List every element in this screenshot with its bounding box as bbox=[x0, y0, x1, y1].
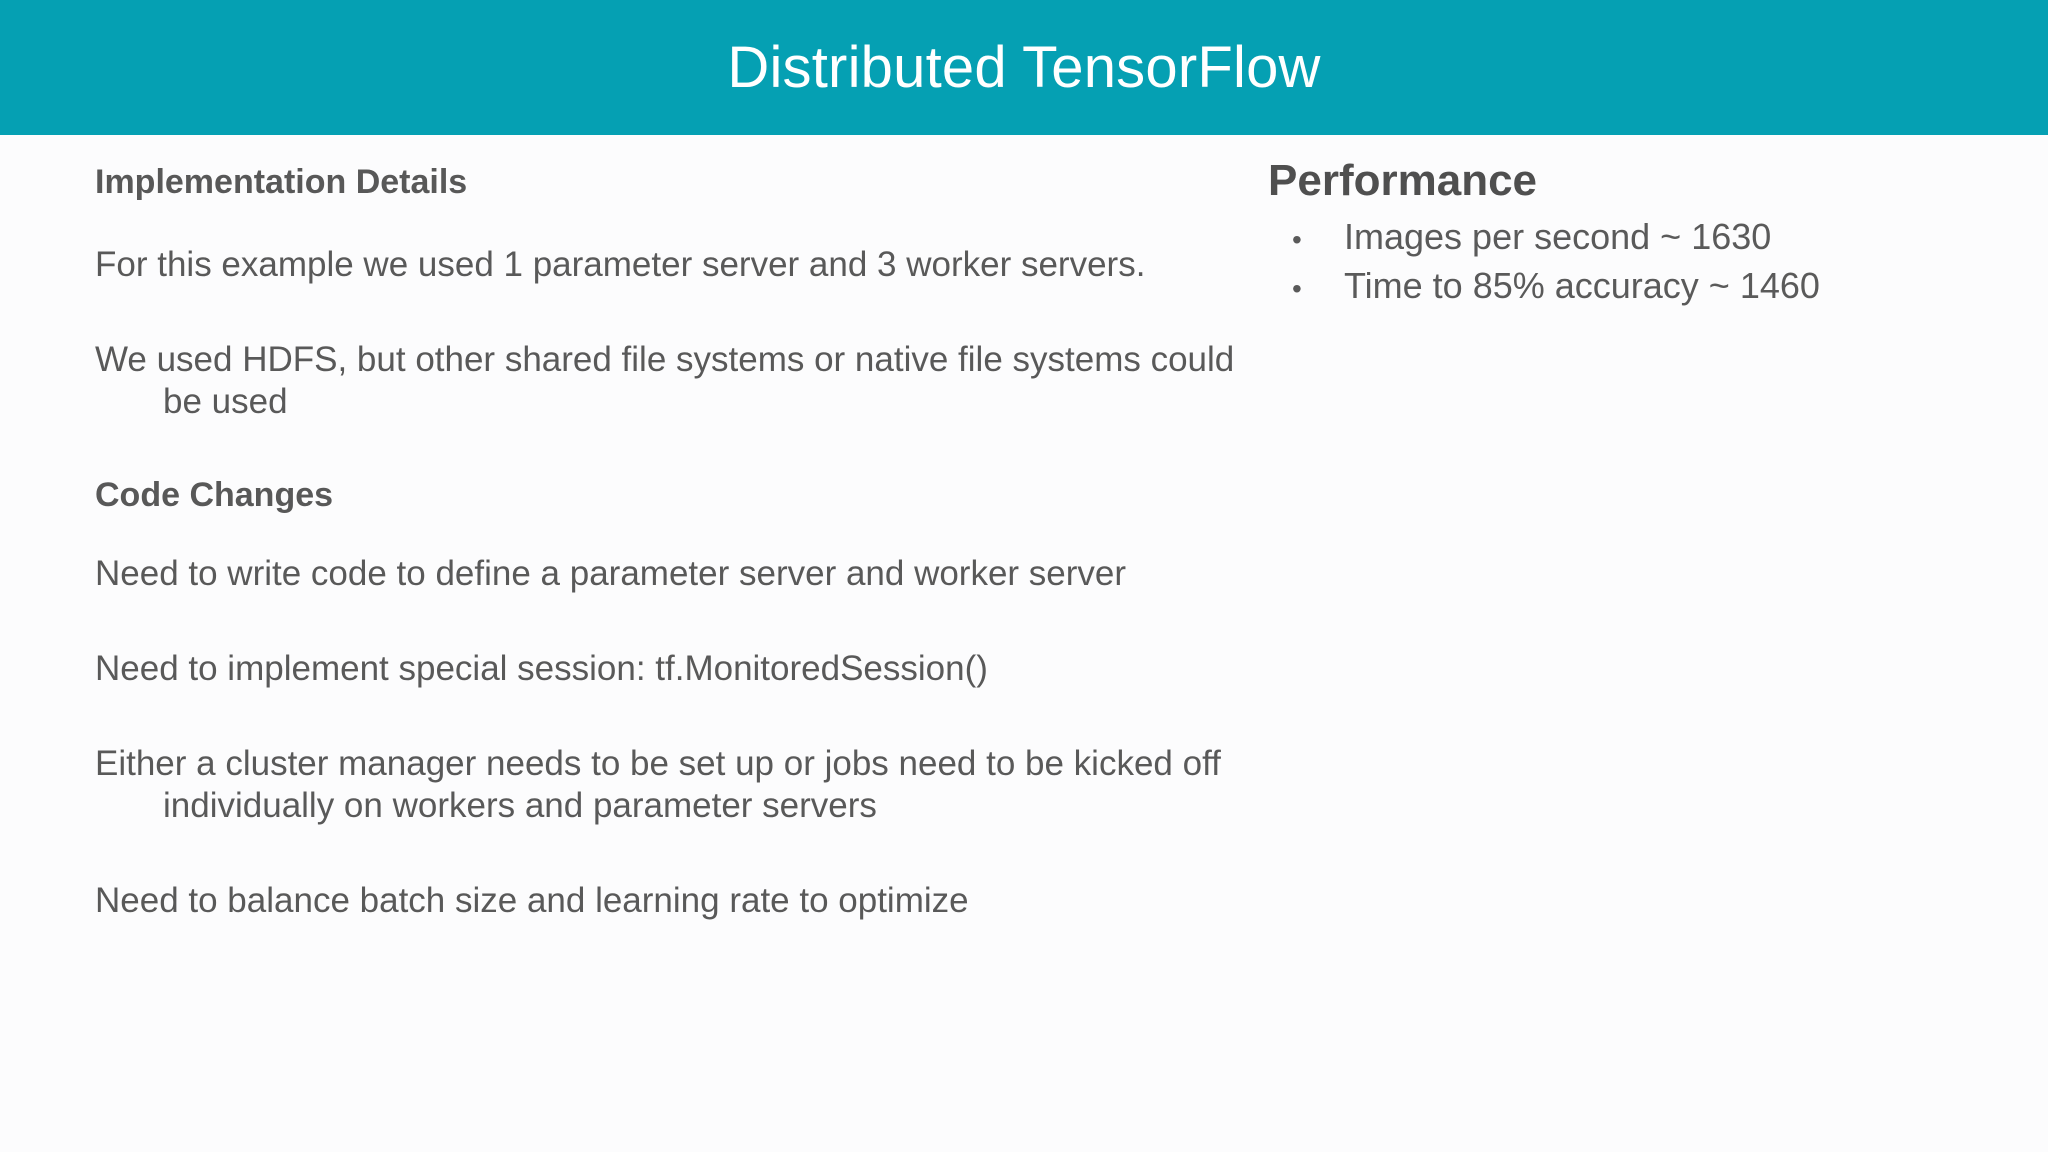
implementation-paragraph-2: We used HDFS, but other shared file syst… bbox=[95, 339, 1235, 422]
code-changes-paragraph-2: Need to implement special session: tf.Mo… bbox=[95, 648, 988, 688]
list-item: • Time to 85% accuracy ~ 1460 bbox=[1268, 262, 1988, 311]
list-item: • Images per second ~ 1630 bbox=[1268, 213, 1988, 262]
left-content-column: Implementation Details For this example … bbox=[95, 163, 1270, 923]
page-title: Distributed TensorFlow bbox=[727, 34, 1321, 100]
code-changes-paragraph-1: Need to write code to define a parameter… bbox=[95, 554, 1127, 594]
performance-metric-images-per-second: Images per second ~ 1630 bbox=[1344, 216, 1772, 258]
implementation-paragraph-1: For this example we used 1 parameter ser… bbox=[95, 245, 1146, 285]
performance-metric-time-to-accuracy: Time to 85% accuracy ~ 1460 bbox=[1344, 264, 1820, 306]
section-heading-code-changes: Code Changes bbox=[95, 476, 334, 515]
bullet-icon: • bbox=[1292, 272, 1302, 304]
bullet-icon: • bbox=[1292, 224, 1302, 256]
performance-list: • Images per second ~ 1630 • Time to 85%… bbox=[1268, 213, 1988, 310]
right-content-column: Performance • Images per second ~ 1630 •… bbox=[1268, 156, 1988, 311]
slide-title-band: Distributed TensorFlow bbox=[0, 0, 2048, 135]
code-changes-paragraph-4: Need to balance batch size and learning … bbox=[95, 881, 969, 920]
section-heading-implementation-details: Implementation Details bbox=[95, 163, 468, 201]
code-changes-paragraph-3: Either a cluster manager needs to be set… bbox=[95, 743, 1221, 826]
section-heading-performance: Performance bbox=[1268, 156, 1538, 205]
slide-body: Implementation Details For this example … bbox=[0, 135, 2048, 1152]
